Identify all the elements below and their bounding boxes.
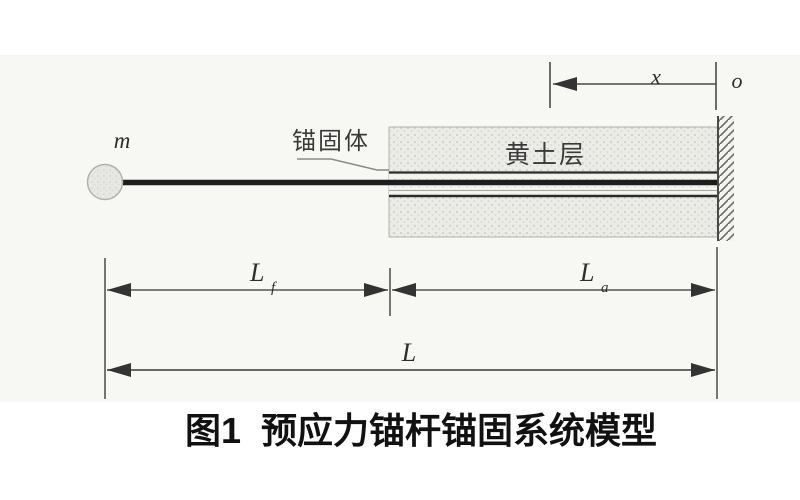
x-dim-arrowhead xyxy=(553,77,577,91)
anchored-segment-label: L a xyxy=(579,258,609,296)
x-coordinate-dimension xyxy=(549,62,717,110)
anchor-body-label: 锚固体 xyxy=(292,128,370,155)
la-left-arrowhead xyxy=(392,283,416,297)
mass-circle xyxy=(86,163,124,201)
segment-dimension-row: L f L a xyxy=(107,258,715,297)
anchor-body-leader-line xyxy=(297,158,389,171)
figure-caption: 图1 预应力锚杆锚固系统模型 xyxy=(185,410,657,451)
mass-label: m xyxy=(114,128,131,153)
figure-caption-number: 图1 xyxy=(185,410,241,451)
free-segment-label: L f xyxy=(249,258,277,296)
la-right-arrowhead xyxy=(691,283,715,297)
fixed-wall-support xyxy=(717,116,734,241)
mass-element: m xyxy=(86,128,131,201)
loess-layer-label: 黄土层 xyxy=(505,141,586,169)
lf-left-arrowhead xyxy=(107,283,131,297)
l-left-arrowhead xyxy=(107,363,131,377)
anchor-body-callout: 锚固体 xyxy=(292,128,389,171)
origin-label: o xyxy=(732,68,743,93)
x-coord-label: x xyxy=(650,64,661,89)
wall-hatch-area xyxy=(718,116,734,241)
total-length-dimension-row: L xyxy=(107,338,715,377)
lf-right-arrowhead xyxy=(364,283,388,297)
dimension-extension-lines xyxy=(104,247,718,399)
l-right-arrowhead xyxy=(691,363,715,377)
total-length-label: L xyxy=(401,338,416,367)
figure-caption-title: 预应力锚杆锚固系统模型 xyxy=(261,410,657,451)
